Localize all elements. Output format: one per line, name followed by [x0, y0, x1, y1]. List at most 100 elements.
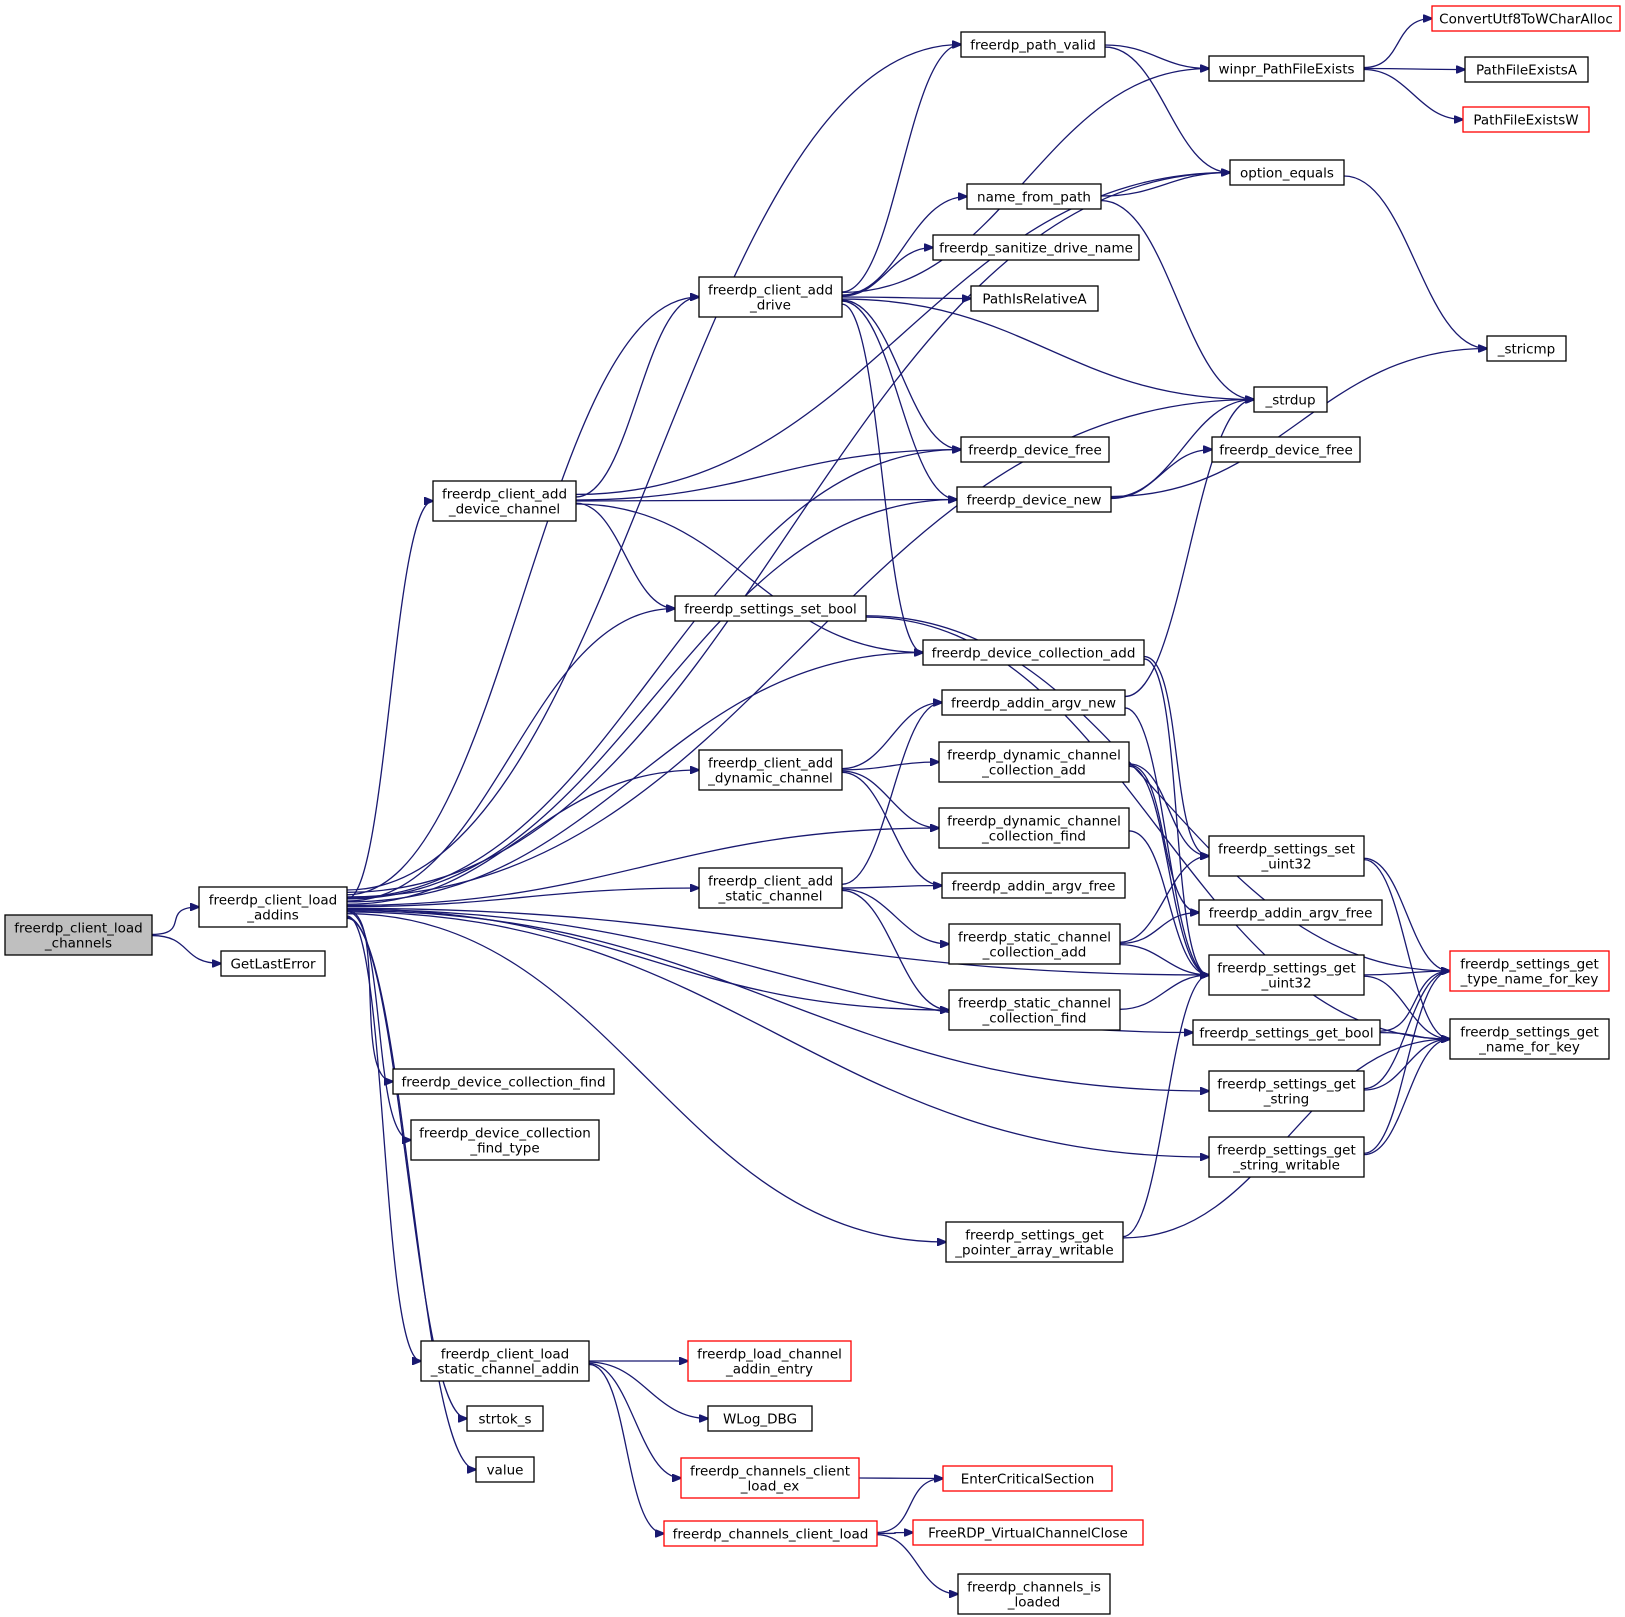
node-root[interactable]: freerdp_client_load_channels: [4, 914, 153, 956]
edge-get_ptr_arr-to-get_uint32: [1122, 975, 1209, 1238]
edge-add_drive-to-strdup: [841, 298, 1254, 399]
node-set-uint32[interactable]: freerdp_settings_set_uint32: [1208, 835, 1365, 877]
node-get-bool[interactable]: freerdp_settings_get_bool: [1192, 1019, 1381, 1046]
node-get-ptr-arr[interactable]: freerdp_settings_get_pointer_array_writa…: [945, 1221, 1124, 1263]
edge-load_addins-to-add_drive: [346, 297, 699, 896]
node-label: freerdp_device_free: [1219, 443, 1353, 459]
edge-add_dyn-to-dyn_coll_add: [841, 762, 939, 771]
edge-load_addins-to-dev_coll_find: [346, 909, 393, 1081]
node-box: [392, 1068, 615, 1095]
node-value[interactable]: value: [475, 1456, 535, 1483]
node-label: _collection_add: [982, 945, 1087, 961]
edge-add_drive-to-device_new: [841, 300, 957, 499]
node-box: [1253, 386, 1328, 413]
edge-load_static_addin-to-ch_load_ex: [588, 1362, 681, 1478]
node-wlog[interactable]: WLog_DBG: [707, 1405, 813, 1432]
node-stricmp[interactable]: _stricmp: [1486, 335, 1567, 362]
node-label: _pointer_array_writable: [954, 1243, 1113, 1259]
edge-load_addins-to-add_dyn: [346, 770, 699, 905]
node-sanitize[interactable]: freerdp_sanitize_drive_name: [932, 234, 1140, 261]
edge-option_equals-to-stricmp: [1343, 175, 1487, 348]
edge-static_coll_add-to-get_uint32: [1119, 943, 1209, 975]
node-ch-is-loaded[interactable]: freerdp_channels_is_loaded: [957, 1573, 1111, 1615]
node-name-from-path[interactable]: name_from_path: [966, 183, 1102, 210]
node-static-coll-add[interactable]: freerdp_static_channel_collection_add: [948, 923, 1121, 965]
node-get-uint32[interactable]: freerdp_settings_get_uint32: [1208, 954, 1365, 996]
node-argv-free2[interactable]: freerdp_addin_argv_free: [1198, 899, 1383, 926]
node-dev-coll-add[interactable]: freerdp_device_collection_add: [922, 639, 1145, 666]
node-add-device-channel[interactable]: freerdp_client_add_device_channel: [432, 480, 577, 522]
node-label: freerdp_device_collection_add: [932, 646, 1136, 662]
node-label: freerdp_sanitize_drive_name: [939, 241, 1133, 257]
node-box: [1464, 56, 1589, 83]
node-device-free[interactable]: freerdp_device_free: [960, 436, 1110, 463]
node-dev-coll-find[interactable]: freerdp_device_collection_find: [392, 1068, 615, 1095]
node-box: [1208, 55, 1365, 82]
node-label: _load_ex: [740, 1479, 799, 1495]
node-device-free2[interactable]: freerdp_device_free: [1211, 436, 1361, 463]
edges-layer: [151, 19, 1487, 1595]
edge-argv_new-to-get_uint32: [1124, 707, 1209, 975]
node-get-string[interactable]: freerdp_settings_get_string: [1208, 1070, 1365, 1112]
node-label: freerdp_client_load: [209, 893, 338, 909]
node-set-bool[interactable]: freerdp_settings_set_bool: [674, 595, 867, 622]
edge-dyn_coll_add-to-get_uint32: [1128, 765, 1209, 975]
node-load-static-addin[interactable]: freerdp_client_load_static_channel_addin: [420, 1340, 590, 1382]
node-name-for-key[interactable]: freerdp_settings_get_name_for_key: [1449, 1018, 1610, 1060]
edge-root-to-getlasterror: [151, 934, 221, 964]
node-option-equals[interactable]: option_equals: [1229, 159, 1345, 186]
node-pfe-a[interactable]: PathFileExistsA: [1464, 56, 1589, 83]
node-path-valid[interactable]: freerdp_path_valid: [960, 31, 1106, 58]
edge-load_addins-to-path_valid: [346, 45, 961, 891]
node-label: _addins: [246, 908, 299, 924]
node-box: [1229, 159, 1345, 186]
node-add-static[interactable]: freerdp_client_add_static_channel: [698, 867, 843, 909]
node-add-drive[interactable]: freerdp_client_add_drive: [698, 276, 843, 318]
node-dev-coll-find-type[interactable]: freerdp_device_collection_find_type: [410, 1119, 600, 1161]
edge-static_coll_find-to-get_uint32: [1119, 975, 1209, 1010]
node-dyn-coll-add[interactable]: freerdp_dynamic_channel_collection_add: [938, 741, 1130, 783]
node-box: [922, 639, 1145, 666]
node-label: winpr_PathFileExists: [1218, 62, 1354, 78]
edge-add_drive-to-name_from_path: [841, 197, 967, 296]
node-pathisrel[interactable]: PathIsRelativeA: [970, 285, 1099, 312]
node-argv-free1[interactable]: freerdp_addin_argv_free: [941, 872, 1126, 899]
node-type-name[interactable]: freerdp_settings_get_type_name_for_key: [1449, 950, 1610, 992]
node-label: freerdp_static_channel: [958, 930, 1111, 946]
node-label: name_from_path: [977, 190, 1091, 206]
node-load-channel-entry[interactable]: freerdp_load_channel_addin_entry: [687, 1340, 852, 1382]
edge-static_coll_add-to-set_uint32: [1119, 856, 1209, 943]
node-winpr-pfe[interactable]: winpr_PathFileExists: [1208, 55, 1365, 82]
node-box: [970, 285, 1099, 312]
node-box: [698, 867, 843, 909]
node-vc-close[interactable]: FreeRDP_VirtualChannelClose: [912, 1519, 1144, 1546]
node-strtok[interactable]: strtok_s: [466, 1405, 544, 1432]
node-device-new[interactable]: freerdp_device_new: [956, 486, 1112, 513]
node-get-string-w[interactable]: freerdp_settings_get_string_writable: [1208, 1136, 1365, 1178]
node-label: _collection_find: [981, 829, 1086, 845]
node-label: freerdp_settings_set_bool: [684, 602, 857, 618]
node-label: _uint32: [1260, 857, 1311, 873]
edge-add_device_channel-to-add_drive: [575, 297, 699, 498]
node-enter-cs[interactable]: EnterCriticalSection: [942, 1465, 1113, 1492]
node-label: freerdp_client_add: [708, 874, 833, 890]
node-convert-utf8[interactable]: ConvertUtf8ToWCharAlloc: [1431, 5, 1621, 32]
node-pfe-w[interactable]: PathFileExistsW: [1462, 106, 1590, 133]
node-getlasterror[interactable]: GetLastError: [220, 950, 326, 977]
node-load-addins[interactable]: freerdp_client_load_addins: [198, 886, 348, 928]
node-label: FreeRDP_VirtualChannelClose: [928, 1526, 1128, 1542]
node-ch-load[interactable]: freerdp_channels_client_load: [663, 1520, 878, 1547]
edge-name_from_path-to-strdup: [1100, 199, 1254, 400]
node-box: [938, 741, 1130, 783]
node-strdup[interactable]: _strdup: [1253, 386, 1328, 413]
node-label: ConvertUtf8ToWCharAlloc: [1439, 12, 1613, 28]
node-label: freerdp_client_add: [708, 756, 833, 772]
node-static-coll-find[interactable]: freerdp_static_channel_collection_find: [948, 989, 1121, 1031]
edge-load_addins-to-get_ptr_arr: [346, 913, 946, 1242]
node-argv-new[interactable]: freerdp_addin_argv_new: [941, 689, 1126, 716]
node-box: [1192, 1019, 1381, 1046]
node-ch-load-ex[interactable]: freerdp_channels_client_load_ex: [680, 1457, 860, 1499]
node-label: _string: [1263, 1092, 1310, 1108]
node-add-dyn[interactable]: freerdp_client_add_dynamic_channel: [698, 749, 843, 791]
node-dyn-coll-find[interactable]: freerdp_dynamic_channel_collection_find: [938, 807, 1130, 849]
